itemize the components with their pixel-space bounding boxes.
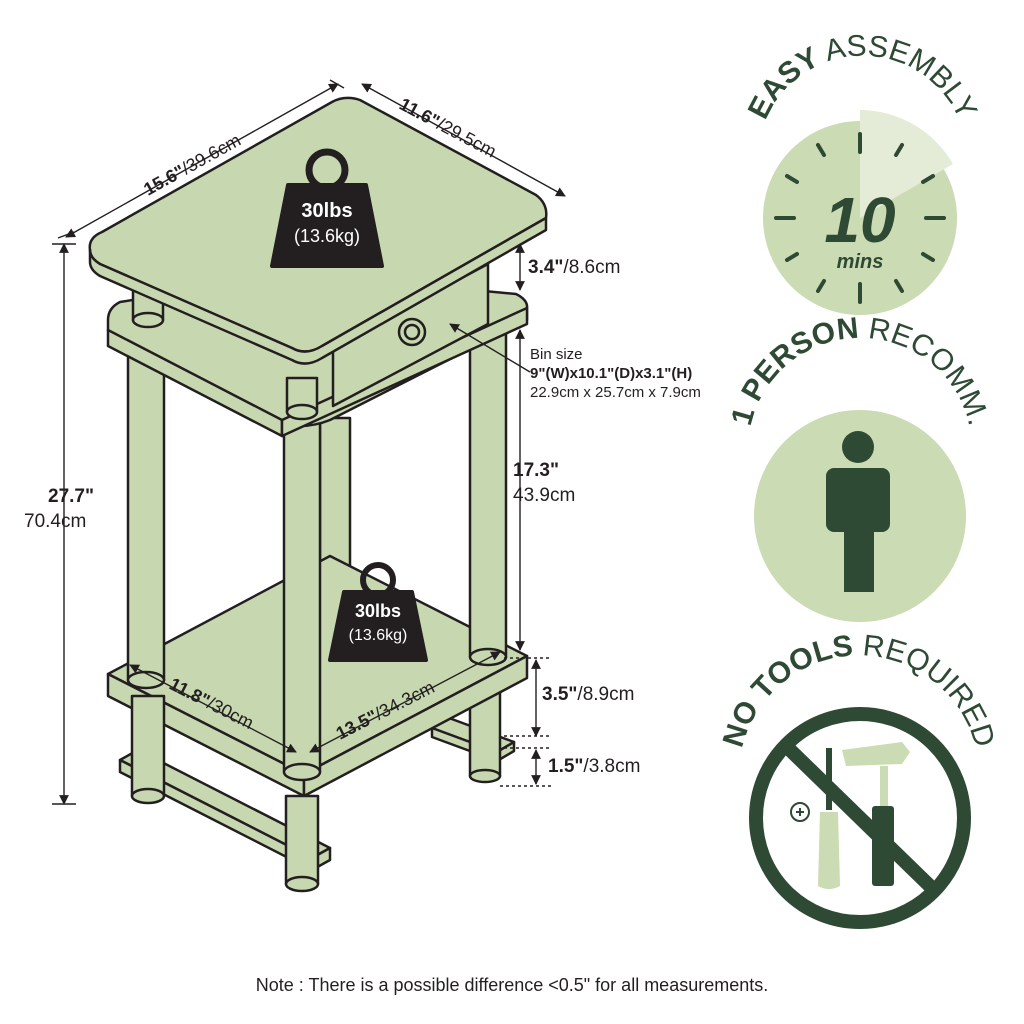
person-icon	[826, 431, 890, 592]
assembly-unit: mins	[837, 251, 884, 273]
svg-text:1.5"/3.8cm: 1.5"/3.8cm	[548, 756, 640, 777]
mid-height-in: 17.3"	[513, 460, 559, 481]
top-weight-lbs: 30lbs	[301, 200, 352, 222]
drawer-height-in: 3.4"	[528, 257, 563, 278]
height-cm: 70.4cm	[24, 511, 86, 532]
svg-text:3.5"/8.9cm: 3.5"/8.9cm	[542, 684, 634, 705]
assembly-label-bold: EASY	[742, 41, 825, 124]
assembly-label-rest: ASSEMBLY	[812, 29, 983, 124]
height-in: 27.7"	[48, 486, 94, 507]
assembly-time: 10	[824, 184, 895, 256]
foot-front-center	[284, 794, 320, 893]
person-label-rest: RECOMM.	[859, 312, 995, 429]
leg-right	[468, 310, 508, 667]
shelf-weight-lbs: 30lbs	[355, 601, 401, 621]
bin-size-in: 9"(W)x10.1"(D)x3.1"(H)	[530, 365, 692, 382]
post-upper-front	[285, 376, 319, 421]
foot-front-left	[130, 694, 166, 805]
prohibition-slash	[779, 739, 941, 897]
foot-height-in: 1.5"	[548, 756, 583, 777]
svg-text:EASY ASSEMBLY: EASY ASSEMBLY	[742, 29, 983, 124]
top-weight-kg: (13.6kg)	[294, 226, 360, 246]
person-label-bold: 1 PERSON	[725, 312, 860, 429]
shelf-weight-kg: (13.6kg)	[349, 627, 408, 644]
mid-height-cm: 43.9cm	[513, 485, 575, 506]
dimension-lines	[52, 79, 566, 805]
clock-ticks	[774, 132, 946, 304]
badge-easy-assembly: EASY ASSEMBLY 10 mins	[742, 29, 983, 315]
leg-front-center	[282, 418, 322, 782]
drawer-height-cm: /8.6cm	[563, 257, 620, 278]
shelf-gap-in: 3.5"	[542, 684, 577, 705]
clock-elapsed-wedge	[860, 110, 953, 218]
svg-text:3.4"/8.6cm: 3.4"/8.6cm	[528, 257, 620, 278]
bin-size-title: Bin size	[530, 346, 583, 363]
badge-no-tools: NO TOOLS REQUIRED	[717, 629, 1001, 929]
foot-height-cm: /3.8cm	[583, 756, 640, 777]
measurement-note: Note : There is a possible difference <0…	[255, 975, 769, 995]
shelf-gap-cm: /8.9cm	[577, 684, 634, 705]
bin-size-cm: 22.9cm x 25.7cm x 7.9cm	[530, 384, 701, 401]
leg-front-left	[126, 333, 166, 690]
badge-one-person: 1 PERSON RECOMM.	[725, 312, 995, 622]
